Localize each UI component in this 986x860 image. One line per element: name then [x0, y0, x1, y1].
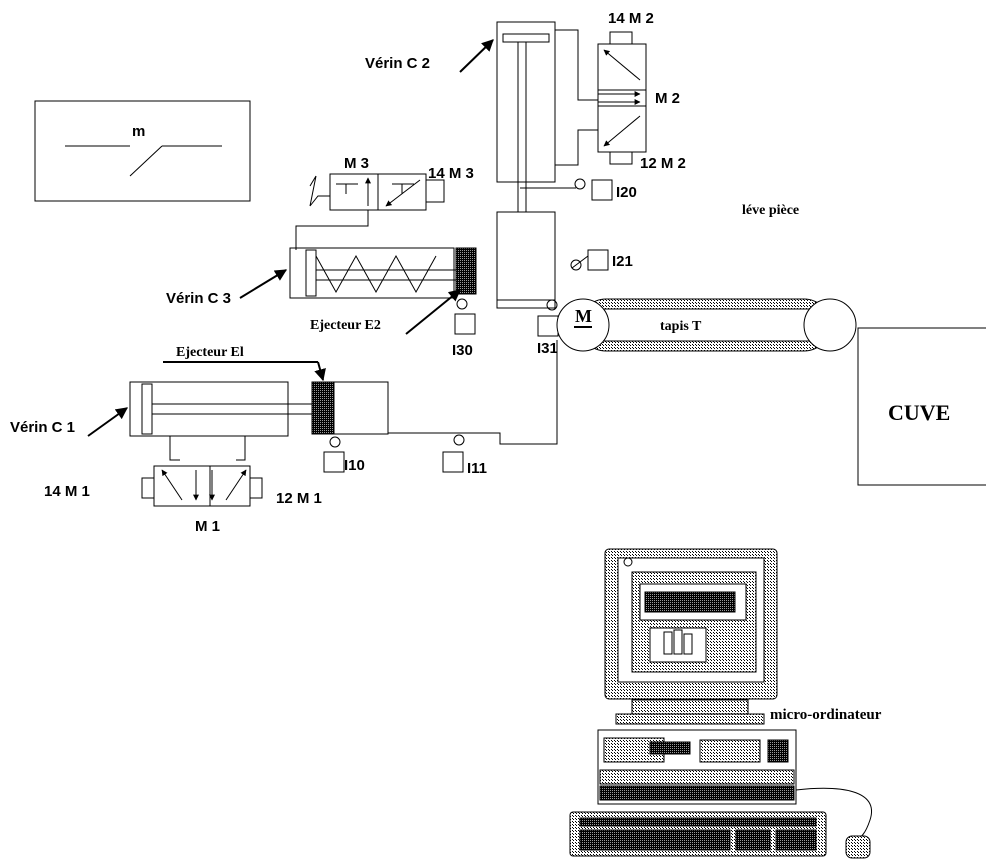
valve-m3 — [295, 173, 445, 250]
verin-c2-label: Vérin C 2 — [365, 55, 430, 72]
verin-c3-label: Vérin C 3 — [166, 290, 231, 307]
cylinder-c1 — [129, 381, 389, 461]
i30-label: I30 — [452, 342, 473, 359]
switch-m-label: m — [132, 123, 145, 140]
conveyor-tapis — [556, 298, 857, 352]
valve-m1 — [141, 465, 263, 507]
i21-label: I21 — [612, 253, 633, 270]
m3-label: M 3 — [344, 155, 369, 172]
m1-14-label: 14 M 1 — [44, 483, 90, 500]
m2-12-label: 12 M 2 — [640, 155, 686, 172]
cuve-label: CUVE — [888, 400, 950, 425]
switch-m-box: m — [34, 100, 251, 202]
cylinder-c2 — [496, 21, 598, 309]
sensor-i20 — [520, 178, 613, 201]
i31-label: I31 — [537, 340, 558, 357]
m1-12-label: 12 M 1 — [276, 490, 322, 507]
m3-14-label: 14 M 3 — [428, 165, 474, 182]
m1-label: M 1 — [195, 518, 220, 535]
i10-label: I10 — [344, 457, 365, 474]
cuve-tank — [857, 327, 986, 486]
sensor-i11 — [442, 434, 465, 473]
leve-piece-label: léve pièce — [742, 203, 799, 218]
verin-c1-label: Vérin C 1 — [10, 419, 75, 436]
ejecteur-e2-label: Ejecteur E2 — [310, 318, 381, 333]
sensor-i30 — [454, 298, 476, 335]
micro-ordinateur-label: micro-ordinateur — [770, 707, 882, 723]
sensor-i10 — [323, 436, 345, 473]
i20-label: I20 — [616, 184, 637, 201]
ejecteur-e1-label: Ejecteur El — [176, 345, 244, 360]
m2-14-label: 14 M 2 — [608, 10, 654, 27]
computer-illustration — [569, 548, 873, 859]
m2-label: M 2 — [655, 90, 680, 107]
motor-label: M — [575, 306, 592, 326]
tapis-label: tapis T — [660, 319, 702, 334]
cylinder-c3 — [289, 247, 477, 299]
i11-label: I11 — [467, 460, 487, 477]
sensor-i21 — [570, 249, 609, 271]
valve-m2 — [597, 31, 647, 165]
